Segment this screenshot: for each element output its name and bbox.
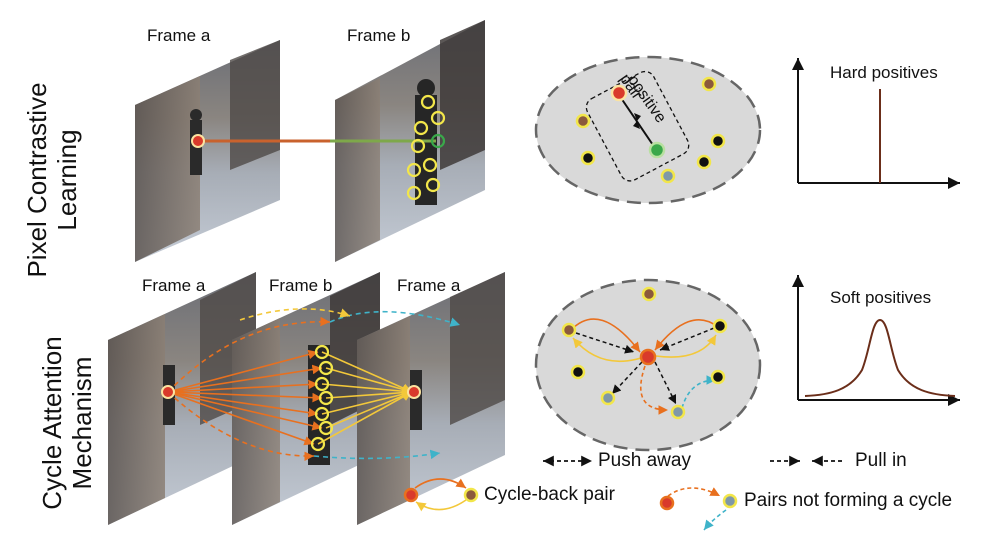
bottom-frame-a-right <box>357 272 505 525</box>
bottom-anchor-left <box>161 385 175 399</box>
legend-cycle-back-icon <box>403 478 479 512</box>
legend-not-cycle-icon <box>659 487 738 531</box>
top-embedding-space <box>534 55 762 205</box>
hard-positives-title: Hard positives <box>830 63 938 82</box>
legend-push-away: Push away <box>598 450 691 471</box>
top-frame-b-label: Frame b <box>347 26 411 45</box>
bottom-frame-b-points <box>310 344 334 452</box>
hard-positives-chart <box>792 58 960 189</box>
bottom-anchor-right <box>407 385 421 399</box>
legend-pull-in: Pull in <box>855 450 907 471</box>
bottom-frame-b-label: Frame b <box>269 276 333 295</box>
positive-pair-box <box>585 70 690 182</box>
bottom-embedding-space <box>534 278 762 452</box>
legend-cycle-back: Cycle-back pair <box>484 484 615 505</box>
bottom-frame-a-left-label: Frame a <box>142 276 206 295</box>
bottom-frame-a-right-label: Frame a <box>397 276 461 295</box>
top-frame-b-points <box>406 94 446 201</box>
top-frame-a <box>135 40 280 262</box>
soft-positives-title: Soft positives <box>830 288 932 307</box>
soft-positive-curve <box>804 318 956 397</box>
bottom-backward-arrows <box>239 308 461 460</box>
top-anchor-point <box>191 134 205 148</box>
legend-not-cycle: Pairs not forming a cycle <box>744 490 953 511</box>
soft-positives-chart <box>792 275 960 406</box>
bottom-forward-arrows <box>167 316 331 462</box>
top-frame-a-label: Frame a <box>147 26 211 45</box>
